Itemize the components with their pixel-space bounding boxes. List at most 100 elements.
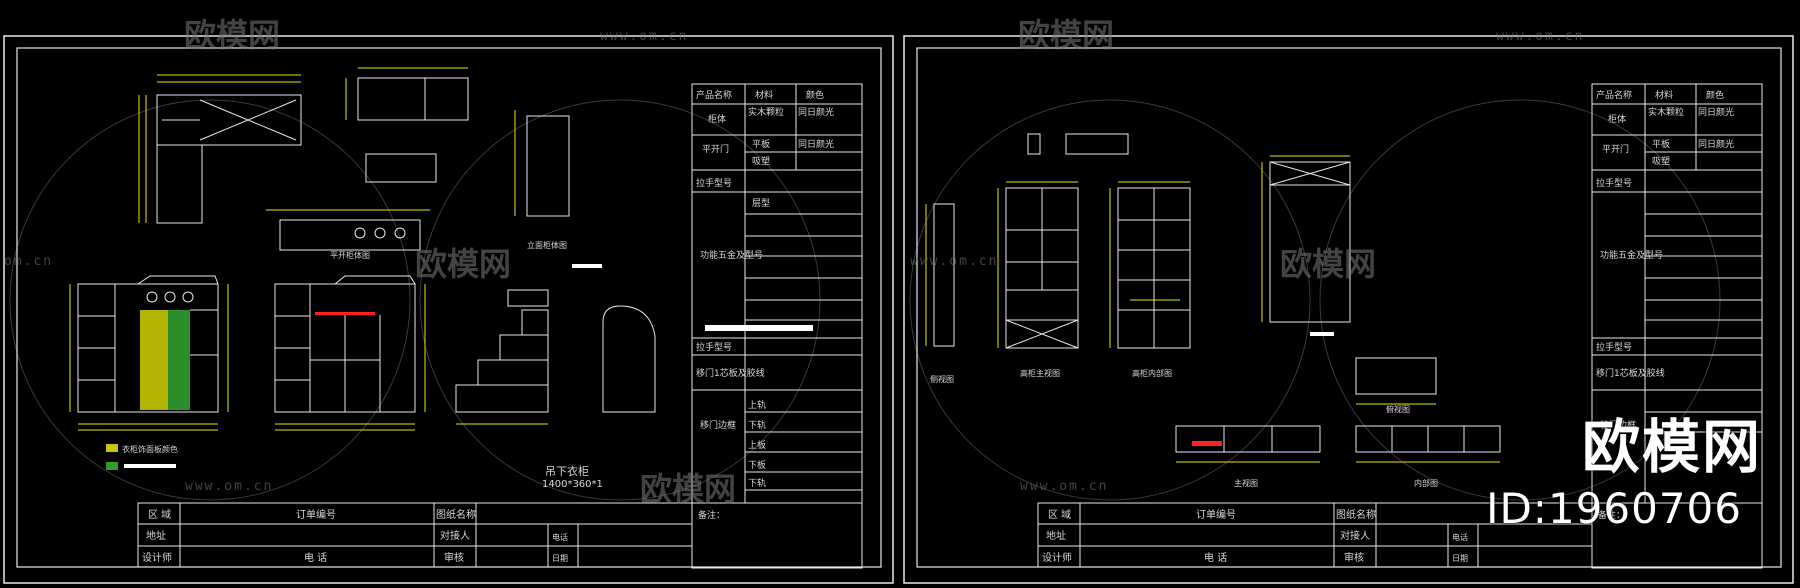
drawings-right	[933, 133, 1501, 453]
label-bar	[572, 264, 602, 268]
label-side-view: 侧视图	[930, 374, 954, 384]
row-board-bottom: 下板	[748, 459, 766, 471]
tb-drawing-name: 图纸名称	[436, 508, 476, 521]
label-tall-interior: 高柜内部图	[1132, 368, 1172, 378]
brand-logo-text: 欧模网	[1581, 413, 1762, 481]
label-plan: 俯视图	[1386, 404, 1410, 414]
desk-small	[365, 153, 437, 183]
r-watermark-logo-middle: 欧模网	[1280, 245, 1376, 283]
title-block	[137, 502, 693, 568]
r-row-handle: 拉手型号	[1596, 177, 1632, 189]
legend-swatch-yellow	[106, 444, 118, 452]
red-rail	[315, 312, 375, 315]
watermark-logo-bottom: 欧模网	[640, 470, 736, 508]
row-hardware: 功能五金及型号	[700, 249, 763, 261]
label-door: 平开柜体图	[330, 250, 370, 260]
brand-id-text: ID:1960706	[1486, 484, 1742, 533]
r-table-header-name: 产品名称	[1596, 89, 1632, 101]
legend-swatch-green	[106, 462, 118, 470]
inner-frame	[16, 47, 882, 568]
tv-cabinet-front	[1175, 425, 1321, 453]
r-row-hardware: 功能五金及型号	[1600, 249, 1663, 261]
r-table-header-color: 颜色	[1706, 89, 1724, 101]
tb-review: 审核	[444, 551, 464, 564]
title-block-right	[1037, 502, 1593, 568]
watermark-site-left: om.cn	[4, 254, 53, 269]
door-knobs	[146, 227, 406, 303]
r-row-door-material2: 吸塑	[1652, 156, 1670, 167]
row-board-top: 上板	[748, 439, 766, 451]
right-drawing-sheet: 产品名称 材料 颜色 柜体 实木颗粒 同日颜光 平开门 平板 同日颜光 吸塑 拉…	[900, 0, 1800, 588]
side-view	[933, 203, 955, 347]
row-door-material: 平板	[752, 138, 770, 150]
cabinet-front-small	[357, 77, 469, 121]
side-table	[691, 83, 863, 569]
dimension-lines-right	[925, 155, 1500, 463]
r-row-cabinet-material: 实木颗粒	[1648, 106, 1684, 118]
tb-contact: 对接人	[440, 529, 470, 542]
low-cabinet-plan	[1355, 357, 1437, 395]
label-front: 主视图	[1234, 478, 1258, 488]
table-header-color: 颜色	[806, 89, 824, 101]
tall-panel	[526, 115, 570, 217]
tall-cabinet-side	[1269, 161, 1351, 323]
r-tb-order-no: 订单编号	[1196, 508, 1236, 521]
tb-order-no: 订单编号	[296, 508, 336, 521]
row-door: 平开门	[702, 143, 729, 155]
drawings	[77, 77, 656, 413]
table-header-material: 材料	[755, 89, 773, 101]
note-line-1: 吊下衣柜	[545, 464, 589, 478]
r-row-door: 平开门	[1602, 143, 1629, 155]
side-table-highlight-bar	[705, 325, 813, 331]
left-drawing-sheet: 产品名称 材料 颜色 柜体 实木颗粒 同日颜光 平开门 平板 同日颜光 吸塑 拉…	[3, 16, 894, 584]
row-door-material2: 吸塑	[752, 156, 770, 167]
r-row-sliding-panel: 移门1芯板及胶线	[1596, 367, 1665, 379]
tb-phone: 电话	[552, 532, 568, 542]
tv-cabinet-red-rail	[1192, 441, 1222, 446]
r-watermark-site-top: www.om.cn	[1496, 29, 1584, 44]
r-row-door-color: 同日颜光	[1698, 138, 1734, 150]
row-cabinet-color: 同日颜光	[798, 106, 834, 118]
plan-side	[156, 144, 203, 224]
row-cabinet-material: 实木颗粒	[748, 106, 784, 118]
step-shelf	[455, 309, 549, 413]
green-door	[168, 310, 190, 410]
legend-label-1: 衣柜饰面板颜色	[122, 444, 178, 454]
r-row-remarks: 备注：	[1598, 509, 1625, 521]
row-remarks: 备注：	[698, 509, 725, 521]
r-tb-designer-phone: 电 话	[1204, 551, 1227, 564]
note-line-2: 1400*360*1	[542, 479, 603, 490]
r-row-cabinet: 柜体	[1608, 113, 1626, 125]
side-table-right	[1591, 83, 1763, 569]
watermark-site-top: www.om.cn	[600, 29, 688, 44]
yellow-door	[140, 310, 168, 410]
tb-date: 日期	[552, 554, 568, 563]
row-handle: 拉手型号	[696, 177, 732, 189]
legend-bar	[124, 464, 176, 468]
rounded-panel	[602, 305, 656, 413]
label-bar-right	[1310, 332, 1334, 336]
plan-top	[156, 94, 302, 146]
watermark-logo-middle: 欧模网	[415, 245, 511, 283]
outer-frame	[3, 35, 894, 584]
tb-designer: 设计师	[142, 551, 172, 564]
dimension-lines	[69, 67, 548, 431]
r-row-cabinet-color: 同日颜光	[1698, 106, 1734, 118]
outer-frame-right	[903, 35, 1794, 584]
left-sheet-svg: 产品名称 材料 颜色 柜体 实木颗粒 同日颜光 平开门 平板 同日颜光 吸塑 拉…	[3, 16, 894, 584]
right-sheet-svg: 产品名称 材料 颜色 柜体 实木颗粒 同日颜光 平开门 平板 同日颜光 吸塑 拉…	[903, 16, 1794, 584]
r-tb-review: 审核	[1344, 551, 1364, 564]
row-door-color: 同日颜光	[798, 138, 834, 150]
r-tb-designer: 设计师	[1042, 551, 1072, 564]
label-elevation: 立面柜体图	[527, 240, 567, 250]
row-rail-bottom: 下轨	[748, 419, 766, 431]
row-sliding-frame: 移门边框	[700, 419, 736, 431]
label-tall-front: 高柜主视图	[1020, 368, 1060, 378]
watermark-logo-top: 欧模网	[184, 16, 280, 54]
r-tb-phone: 电话	[1452, 532, 1468, 542]
r-watermark-site-bottom: www.om.cn	[1020, 479, 1108, 494]
row-sliding-panel: 移门1芯板及胶线	[696, 367, 765, 379]
r-watermark-site-left: www.om.cn	[910, 254, 998, 269]
tb-designer-phone: 电 话	[304, 551, 327, 564]
r-row-sliding-frame: 移门边框	[1600, 419, 1636, 431]
